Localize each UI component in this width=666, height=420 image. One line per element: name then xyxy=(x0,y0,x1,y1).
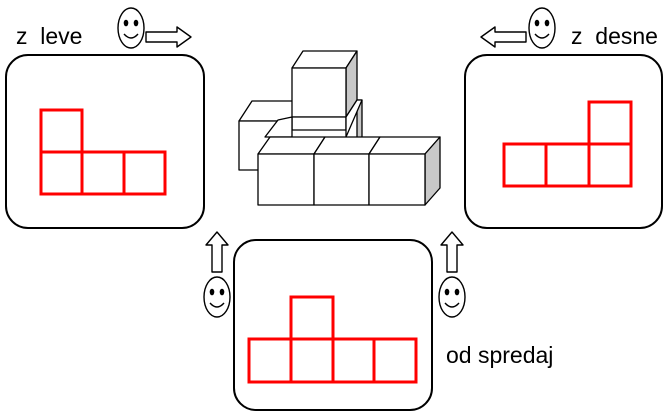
left-view-squares xyxy=(39,108,167,196)
cube-structure xyxy=(238,50,441,206)
right-square-3 xyxy=(587,142,633,188)
label-from-front: od spredaj xyxy=(446,342,554,368)
front-square-4 xyxy=(372,337,418,384)
label-from-left: z leve xyxy=(16,23,83,49)
arrow-right-icon xyxy=(145,26,192,48)
right-view-panel xyxy=(464,54,663,229)
smiley-face-icon xyxy=(117,7,145,49)
label-from-right: z desne xyxy=(571,23,658,49)
cube-front-3 xyxy=(368,136,441,206)
smiley-face-icon xyxy=(438,276,466,318)
left-panel-frame xyxy=(5,54,205,229)
cube-front-2 xyxy=(313,136,381,206)
front-view-panel xyxy=(233,239,433,411)
cube-front-1 xyxy=(257,136,326,206)
arrow-up-icon xyxy=(440,231,464,273)
smiley-face-icon xyxy=(528,7,556,49)
arrow-up-icon xyxy=(205,231,229,273)
right-view-squares xyxy=(502,100,633,188)
arrow-left-icon xyxy=(480,26,527,48)
cube-top xyxy=(291,50,358,118)
front-view-squares xyxy=(247,295,418,384)
left-square-3 xyxy=(122,150,167,196)
smiley-face-icon xyxy=(203,276,231,318)
left-view-panel xyxy=(5,54,205,229)
